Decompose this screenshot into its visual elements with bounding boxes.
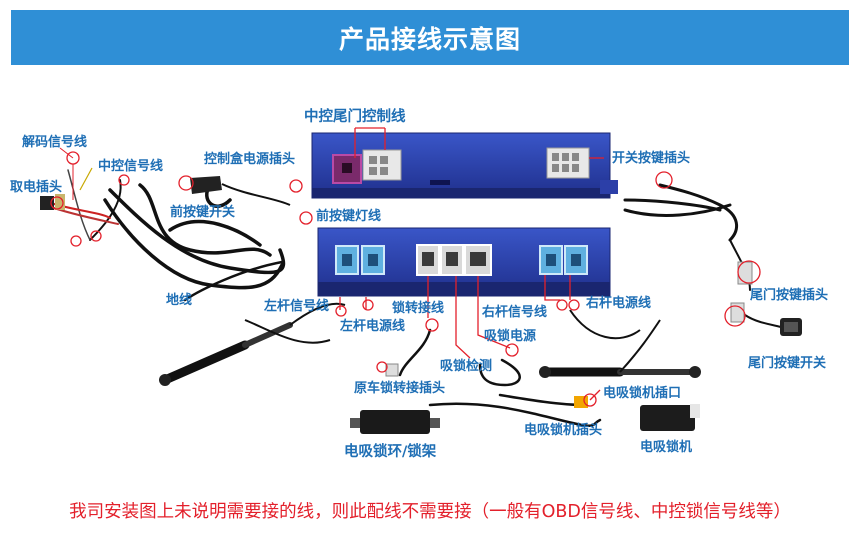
switch-key-harness [623, 183, 791, 331]
label-front-key-light: 前按键灯线 [316, 208, 381, 224]
label-right-power: 右杆电源线 [585, 295, 651, 311]
front-key-switch-part [190, 176, 291, 206]
label-switch-key-plug: 开关按键插头 [612, 150, 690, 166]
label-lock-machine-plug: 电吸锁机插头 [524, 422, 602, 438]
label-ground: 地线 [166, 292, 192, 308]
label-lock-ring: 电吸锁环/锁架 [344, 442, 437, 460]
label-tail-key-plug: 尾门按键插头 [750, 287, 828, 303]
label-suction-detect: 吸锁检测 [440, 358, 492, 374]
label-orig-lock-plug: 原车锁转接插头 [354, 380, 445, 396]
leader-lines [339, 127, 604, 401]
label-lock-machine: 电吸锁机 [640, 439, 692, 455]
label-control-box-power: 控制盒电源插头 [204, 151, 295, 167]
label-decode-signal: 解码信号线 [21, 134, 87, 150]
label-suction-power: 吸锁电源 [484, 328, 536, 344]
label-lock-adapter: 锁转接线 [392, 300, 444, 316]
lock-machine-part [640, 404, 700, 431]
right-strut [539, 366, 701, 378]
label-left-signal: 左杆信号线 [264, 298, 329, 314]
footer-note: 我司安装图上未说明需要接的线，则此配线不需要接（一般有OBD信号线、中控锁信号线… [69, 502, 791, 522]
leader-circles [50, 151, 761, 407]
tail-key-switch-part [780, 318, 802, 336]
control-box-lower [317, 227, 611, 297]
page-title: 产品接线示意图 [11, 10, 849, 65]
main-harness [67, 169, 286, 302]
label-power-plug: 取电插头 [10, 179, 62, 195]
label-central-tailgate: 中控尾门控制线 [304, 107, 406, 125]
control-box-upper [311, 132, 618, 199]
label-right-signal: 右杆信号线 [481, 304, 547, 320]
lock-ring-part [350, 410, 440, 434]
left-strut [159, 322, 293, 386]
label-lock-port: 电吸锁机插口 [603, 385, 681, 401]
label-front-key-switch: 前按键开关 [170, 204, 235, 220]
label-central-signal: 中控信号线 [98, 158, 163, 174]
label-tail-key-switch: 尾门按键开关 [748, 355, 826, 371]
power-plug [40, 194, 119, 225]
label-left-power: 左杆电源线 [340, 318, 405, 334]
